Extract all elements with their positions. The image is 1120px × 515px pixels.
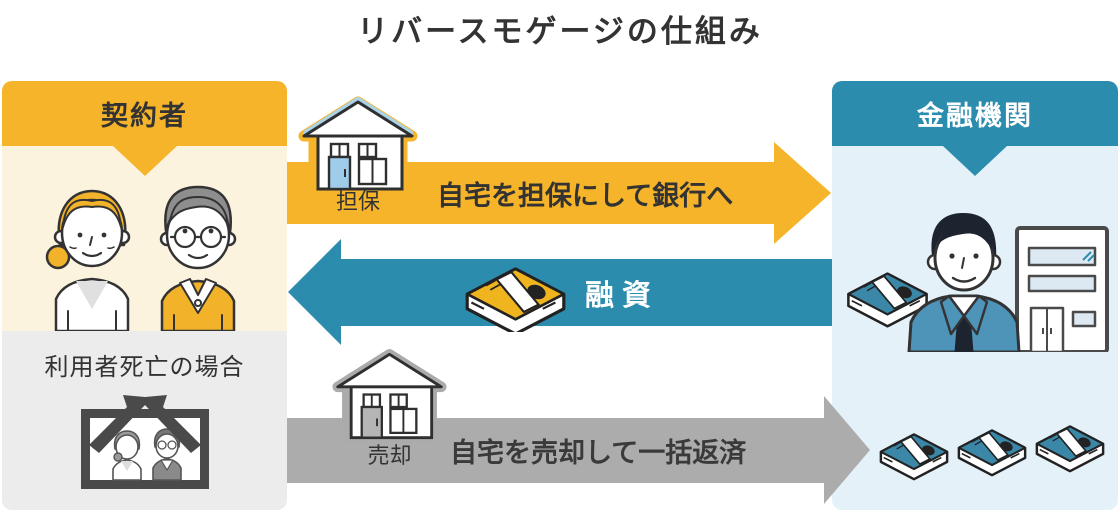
contractor-panel-body (2, 146, 287, 331)
bank-building-icon (1015, 226, 1109, 352)
house-sale-icon (332, 349, 447, 443)
bank-header-pointer (943, 146, 1007, 176)
repayment-arrow-head (824, 396, 870, 504)
loan-arrow-label: 融資 (585, 279, 660, 312)
bank-panel-header: 金融機関 (832, 81, 1118, 146)
contractor-panel-header: 契約者 (2, 81, 287, 146)
death-case-label: 利用者死亡の場合 (44, 354, 245, 381)
repayment-arrow-label: 自宅を売却して一括返済 (450, 438, 747, 468)
memorial-photo-illustration (81, 395, 209, 489)
collateral-icon-label: 担保 (335, 189, 380, 214)
contractor-panel-title: 契約者 (101, 101, 188, 131)
repayment-arrow: 自宅を売却して一括返済 (287, 418, 824, 483)
money-bundle-icon (465, 267, 566, 332)
money-bundle-icon (879, 433, 949, 481)
bank-panel: 金融機関 (832, 81, 1118, 510)
bank-employee (907, 213, 1021, 352)
money-bundle-icon (1035, 425, 1105, 473)
money-bundle-icon (847, 272, 928, 328)
bank-panel-title: 金融機関 (917, 101, 1033, 131)
page-title: リバースモゲージの仕組み (357, 14, 763, 49)
money-stacks-illustration (879, 425, 1105, 481)
collateral-arrow-label: 自宅を担保にして銀行へ (437, 180, 734, 211)
elderly-woman (45, 189, 131, 331)
loan-arrow: 融資 (340, 259, 832, 326)
collateral-arrow-head (774, 142, 831, 244)
money-bundle-icon (957, 429, 1027, 477)
sale-icon-label: 売却 (367, 443, 412, 468)
elderly-man (159, 185, 237, 331)
contractor-panel: 契約者 利用者死亡の場合 (2, 81, 287, 510)
house-collateral-icon (298, 96, 418, 195)
elderly-couple-illustration (45, 185, 237, 331)
mourning-ribbon (89, 395, 201, 453)
loan-arrow-head (288, 239, 341, 345)
bank-employee-illustration (847, 213, 1109, 352)
contractor-header-pointer (112, 146, 177, 176)
